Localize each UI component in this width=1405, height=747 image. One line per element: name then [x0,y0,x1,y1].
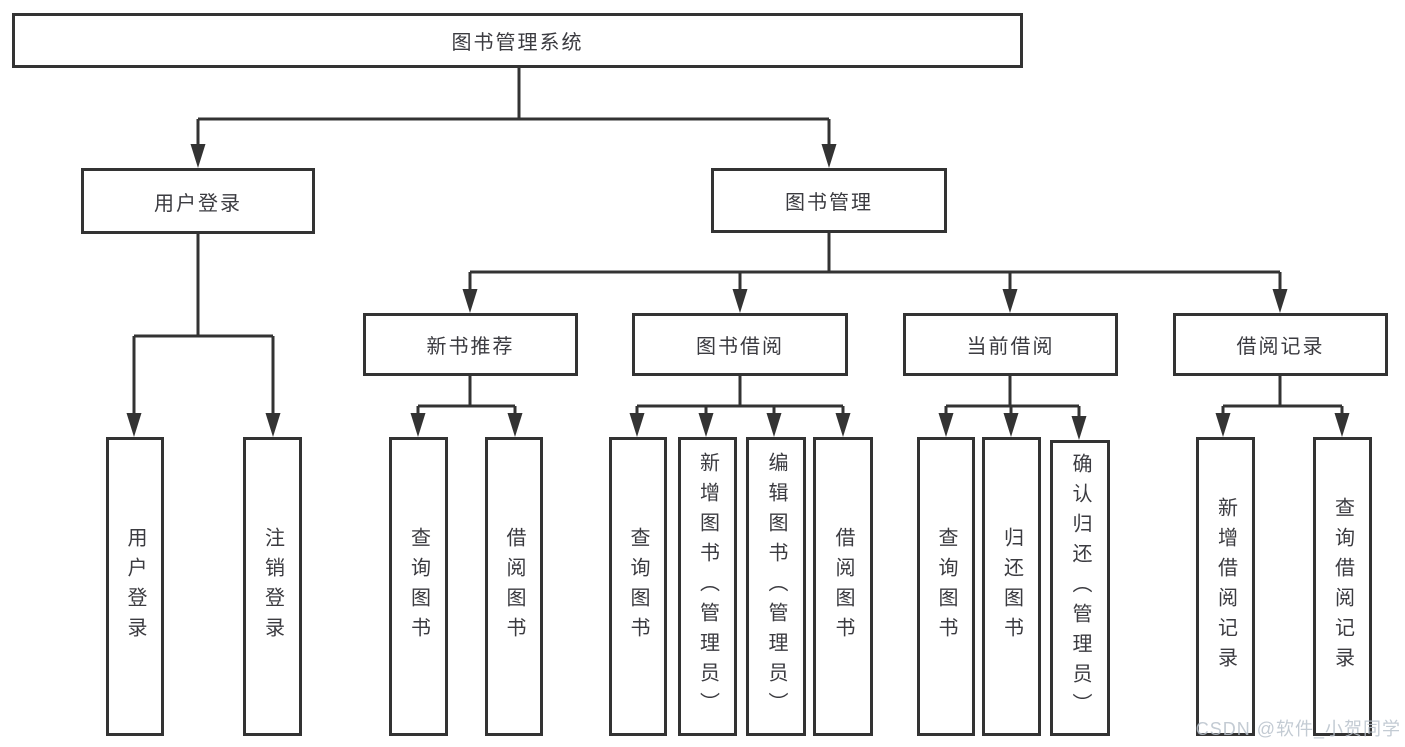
leaf-logout: 注销登录 [243,437,302,736]
leaf-query-book-borrowing: 查询图书 [609,437,667,736]
leaf-borrow-book: 借阅图书 [813,437,873,736]
leaf-user-login: 用户登录 [106,437,164,736]
leaf-add-borrow-record: 新增借阅记录 [1196,437,1255,736]
leaf-query-borrow-record: 查询借阅记录 [1313,437,1372,736]
csdn-watermark: CSDN @软件_小贺同学 [1195,719,1401,739]
node-current-borrowing: 当前借阅 [903,313,1118,376]
node-new-book-recommend: 新书推荐 [363,313,578,376]
leaf-add-book-admin: 新增图书（管理员） [678,437,737,736]
node-user-login-branch: 用户登录 [81,168,315,234]
leaf-borrow-book-recommend: 借阅图书 [485,437,543,736]
node-book-management-branch: 图书管理 [711,168,947,233]
leaf-confirm-return-admin: 确认归还（管理员） [1050,440,1110,736]
leaf-query-book-current: 查询图书 [917,437,975,736]
node-borrow-records: 借阅记录 [1173,313,1388,376]
node-book-borrowing: 图书借阅 [632,313,848,376]
arrowheads [126,144,1350,440]
node-root-system: 图书管理系统 [12,13,1023,68]
leaf-edit-book-admin: 编辑图书（管理员） [746,437,806,736]
leaf-return-book: 归还图书 [982,437,1041,736]
leaf-query-book-recommend: 查询图书 [389,437,448,736]
